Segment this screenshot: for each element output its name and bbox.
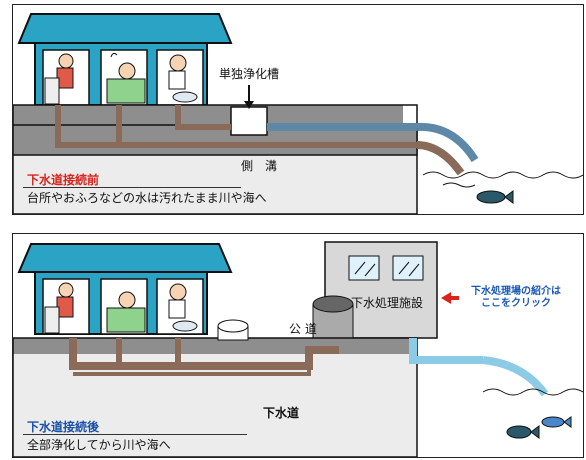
fish <box>476 190 514 204</box>
fish <box>506 416 572 439</box>
after-caption: 全部浄化してから川や海へ <box>27 438 171 452</box>
bath-person <box>106 291 146 333</box>
toilet-person <box>168 283 198 332</box>
heading-underline <box>23 434 247 435</box>
heading-underline <box>23 187 241 188</box>
river-water <box>422 171 583 188</box>
facility-label: 下水処理施設 <box>351 296 424 310</box>
septic-tank <box>230 106 268 136</box>
public-road-label: 公 道 <box>289 322 317 336</box>
before-connection-illustration <box>13 13 583 214</box>
kitchen-person <box>44 282 74 334</box>
treatment-plant-link[interactable]: 下水処理場の紹介は ここをクリック <box>461 286 571 310</box>
after-connection-illustration <box>13 241 583 457</box>
after-heading: 下水道接続後 <box>27 420 100 434</box>
untreated-drain-pipes <box>55 105 417 148</box>
river-water <box>482 388 583 396</box>
pointer-arrow-icon <box>441 292 451 304</box>
link-line-2[interactable]: ここをクリック <box>481 298 551 309</box>
before-connection-panel: 単独浄化槽 側 溝 下水道接続前 台所やおふろなどの水は汚れたまま川や海へ <box>12 4 584 215</box>
septic-tank-label: 単独浄化槽 <box>219 67 280 81</box>
ditch-label: 側 溝 <box>241 159 278 173</box>
manhole <box>217 319 249 341</box>
link-line-1[interactable]: 下水処理場の紹介は <box>471 286 561 297</box>
sewer-label: 下水道 <box>263 406 300 420</box>
treatment-facility-building <box>324 241 438 339</box>
before-heading: 下水道接続前 <box>27 173 100 187</box>
bath-person <box>106 52 146 104</box>
toilet-person <box>168 54 198 103</box>
before-caption: 台所やおふろなどの水は汚れたまま川や海へ <box>27 191 267 205</box>
after-connection-panel: 公 道 下水道 下水処理施設 下水処理場の紹介は ここをクリック 下水道接続後 … <box>12 233 584 458</box>
kitchen-person <box>44 53 74 105</box>
